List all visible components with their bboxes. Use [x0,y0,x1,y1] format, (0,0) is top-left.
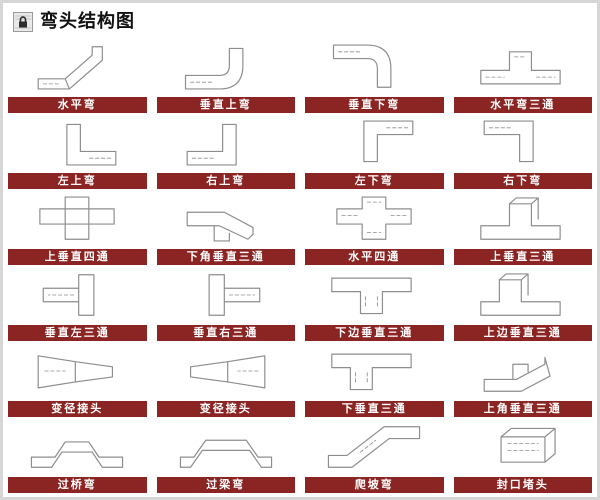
elbow-flat-drawing [3,37,152,97]
fitting-cell: 上角垂直三通 [449,341,598,417]
elbow-down-drawing [300,37,449,97]
fitting-label: 下垂直三通 [305,401,444,417]
fitting-label: 变径接头 [156,401,295,417]
beam-bridge-drawing [152,417,301,477]
bend-right-down-drawing [449,113,598,173]
bend-left-down-drawing [300,113,449,173]
fitting-label: 上边垂直三通 [453,325,592,341]
fitting-label: 垂直右三通 [156,325,295,341]
tee-down-a-drawing [300,265,449,325]
fitting-label: 下边垂直三通 [305,325,444,341]
fitting-label: 右下弯 [453,173,592,189]
fitting-label: 左上弯 [8,173,147,189]
tee-flat-drawing [449,37,598,97]
fitting-cell: 右上弯 [152,113,301,189]
fitting-cell: 爬坡弯 [300,417,449,493]
fitting-cell: 右下弯 [449,113,598,189]
fitting-cell: 垂直左三通 [3,265,152,341]
fitting-label: 垂直上弯 [156,97,295,113]
bend-right-up-drawing [152,113,301,173]
tee-right-drawing [152,265,301,325]
fittings-grid: 水平弯 垂直上弯 垂直下弯 水平弯三通 左上弯 右上弯 左下弯 [3,37,597,493]
tee-up-a-drawing [449,189,598,249]
end-cap-drawing [449,417,598,477]
lock-icon [13,12,33,32]
reducer-2-drawing [152,341,301,401]
fitting-label: 过梁弯 [156,477,295,493]
elbow-up-drawing [152,37,301,97]
tee-corner-down-drawing [152,189,301,249]
cross-flat-drawing [300,189,449,249]
slope-drawing [300,417,449,477]
fitting-label: 上垂直三通 [453,249,592,265]
fitting-label: 变径接头 [8,401,147,417]
tee-up-b-drawing [449,265,598,325]
fitting-cell: 上边垂直三通 [449,265,598,341]
fitting-cell: 变径接头 [3,341,152,417]
fitting-label: 垂直下弯 [305,97,444,113]
page-title: 弯头结构图 [40,11,135,32]
bend-left-up-drawing [3,113,152,173]
fitting-label: 爬坡弯 [305,477,444,493]
fitting-cell: 变径接头 [152,341,301,417]
reducer-drawing [3,341,152,401]
cross-up-drawing [3,189,152,249]
fitting-label: 封口堵头 [453,477,592,493]
fitting-label: 水平弯三通 [453,97,592,113]
fitting-label: 左下弯 [305,173,444,189]
fitting-label: 水平弯 [8,97,147,113]
fitting-cell: 下角垂直三通 [152,189,301,265]
fitting-label: 上角垂直三通 [453,401,592,417]
tee-left-drawing [3,265,152,325]
fitting-cell: 垂直下弯 [300,37,449,113]
fitting-cell: 水平弯 [3,37,152,113]
fitting-cell: 左上弯 [3,113,152,189]
fitting-cell: 过桥弯 [3,417,152,493]
fitting-label: 过桥弯 [8,477,147,493]
fitting-cell: 下边垂直三通 [300,265,449,341]
fitting-cell: 垂直右三通 [152,265,301,341]
page-header: 弯头结构图 [3,3,597,37]
fitting-cell: 左下弯 [300,113,449,189]
fitting-label: 垂直左三通 [8,325,147,341]
fitting-cell: 上垂直四通 [3,189,152,265]
fitting-label: 上垂直四通 [8,249,147,265]
fitting-cell: 上垂直三通 [449,189,598,265]
fitting-label: 右上弯 [156,173,295,189]
fitting-cell: 封口堵头 [449,417,598,493]
fitting-cell: 下垂直三通 [300,341,449,417]
fitting-label: 水平四通 [305,249,444,265]
fitting-cell: 垂直上弯 [152,37,301,113]
bridge-drawing [3,417,152,477]
fitting-cell: 水平弯三通 [449,37,598,113]
fitting-label: 下角垂直三通 [156,249,295,265]
tee-corner-up-drawing [449,341,598,401]
fitting-cell: 水平四通 [300,189,449,265]
fitting-cell: 过梁弯 [152,417,301,493]
tee-down-b-drawing [300,341,449,401]
